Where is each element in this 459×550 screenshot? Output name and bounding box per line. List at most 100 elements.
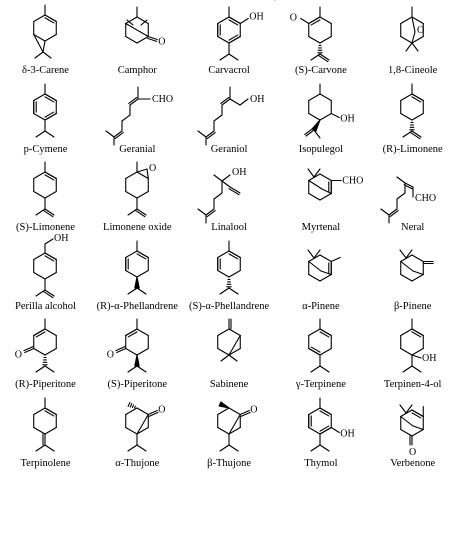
compound-name: Terpinolene: [20, 458, 71, 469]
atom-label: O: [250, 405, 257, 416]
bond: [147, 409, 158, 416]
compound-name: Thymol: [304, 458, 338, 469]
ring-bond: [33, 426, 46, 435]
atom-label: OH: [341, 429, 355, 440]
bond: [380, 208, 390, 216]
double-bond: [23, 346, 34, 352]
ring-bond: [228, 328, 241, 337]
structure-drawing: [216, 318, 241, 362]
double-bond: [319, 331, 330, 338]
bond: [127, 287, 138, 295]
compound-name: (S)-Carvone: [294, 65, 347, 76]
bond: [33, 33, 44, 53]
ring-bond: [308, 273, 321, 282]
bond: [35, 289, 46, 297]
bond: [228, 287, 239, 295]
ring-bond: [400, 348, 413, 356]
bond: [221, 98, 231, 106]
ring-bond: [400, 273, 413, 282]
bond: [205, 130, 215, 138]
bond: [319, 444, 330, 452]
bond: [136, 413, 149, 435]
double-bond: [304, 127, 314, 135]
ring-bond: [400, 428, 413, 437]
bond: [308, 16, 321, 25]
bond: [319, 426, 333, 435]
ring-bond: [411, 348, 424, 356]
structure-drawing: [399, 249, 434, 282]
ring-bond: [216, 35, 230, 44]
atom-label: O: [290, 13, 297, 24]
compound-cell: Sabinene: [184, 314, 275, 393]
compound-name: β-Pinene: [393, 300, 432, 312]
bond: [213, 174, 223, 182]
bond: [300, 17, 310, 25]
structure-drawing: [33, 161, 57, 218]
atom-label: OH: [341, 113, 355, 124]
structure-drawing: O: [399, 404, 424, 458]
ring-bond: [44, 348, 57, 356]
bond: [44, 93, 57, 101]
bond: [239, 98, 249, 106]
ring-bond: [411, 16, 424, 25]
bond: [411, 328, 424, 337]
ring-bond: [216, 269, 230, 278]
bond: [228, 35, 241, 44]
structure-drawing: [33, 4, 57, 59]
wedge-bond: [134, 276, 140, 289]
double-bond: [44, 255, 55, 262]
structure-drawing: OH: [197, 167, 246, 224]
structure-drawing: OH: [216, 6, 263, 61]
double-bond: [411, 412, 422, 419]
ring-bond: [124, 348, 138, 356]
ring-bond: [124, 35, 138, 44]
bond: [320, 270, 333, 275]
bond: [310, 53, 321, 61]
double-bond: [44, 410, 55, 417]
bond: [44, 407, 57, 416]
compound-name: Myrtenal: [301, 222, 341, 234]
bond: [239, 17, 249, 25]
hash-bond: [131, 404, 134, 409]
ring-bond: [33, 271, 46, 280]
double-bond: [44, 174, 55, 181]
bond: [213, 114, 223, 122]
bond: [405, 404, 413, 414]
ring-bond: [411, 35, 424, 44]
bond: [307, 168, 315, 178]
hash-bond: [129, 403, 133, 408]
double-bond: [311, 19, 321, 26]
bond: [310, 365, 321, 373]
bond: [44, 252, 57, 260]
ring-bond: [216, 250, 230, 258]
atom-label: O: [149, 163, 156, 174]
ring-bond: [216, 16, 230, 25]
atom-label: O: [409, 447, 416, 458]
compound-name: Linalool: [211, 222, 247, 234]
ring-bond: [33, 14, 46, 23]
compound-name: Carvacrol: [208, 65, 250, 76]
double-bond: [411, 95, 422, 103]
bond: [197, 208, 207, 216]
bond: [319, 365, 330, 373]
compound-cell: Terpinolene: [0, 393, 91, 472]
bond: [136, 208, 147, 216]
bond: [44, 444, 55, 452]
compound-cell: OH Carvacrol: [184, 0, 275, 79]
compound-name: Camphor: [117, 65, 157, 76]
structure-drawing: OH: [197, 86, 264, 146]
compound-name: α-Pinene: [302, 300, 340, 312]
bond: [411, 31, 416, 44]
compound-name: (S)-Limonene: [16, 222, 75, 234]
double-bond: [219, 96, 229, 104]
ring-bond: [319, 348, 333, 356]
double-bond: [135, 210, 146, 218]
bond: [220, 354, 230, 362]
bond: [400, 260, 414, 272]
ring-bond: [136, 16, 149, 25]
